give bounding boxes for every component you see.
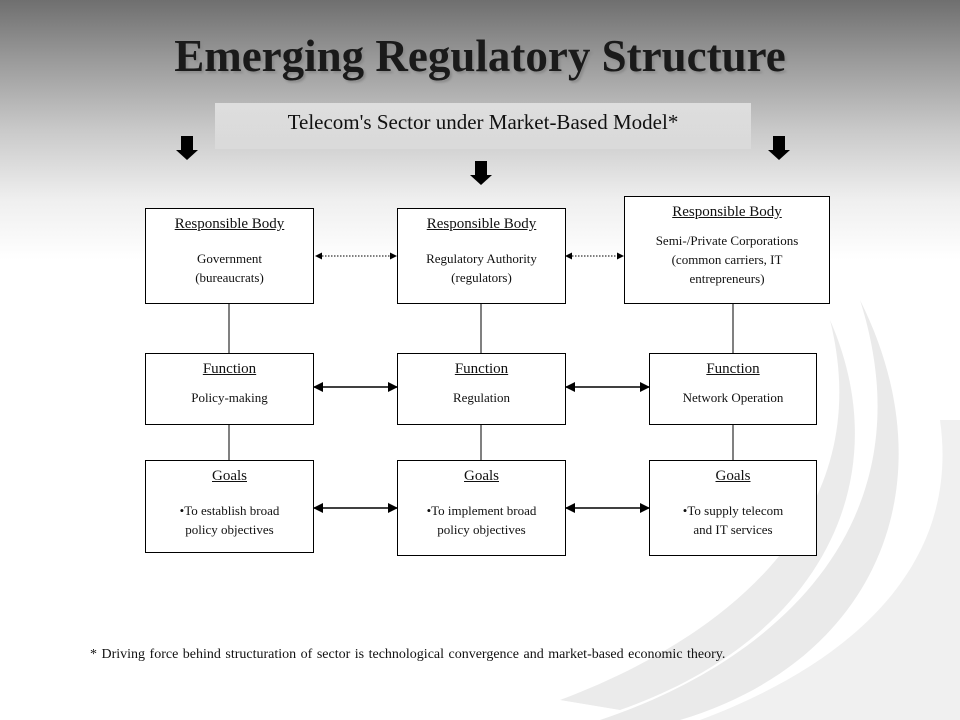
box-text: Policy-making	[191, 390, 268, 405]
box-heading: Responsible Body	[174, 216, 285, 232]
box-text: (common carriers, IT	[671, 252, 783, 267]
box-text: and IT services	[693, 522, 773, 537]
box-text: policy objectives	[437, 522, 526, 537]
box-text: policy objectives	[185, 522, 274, 537]
box-heading: Function	[454, 361, 509, 377]
goals-regulatory-authority: Goals •To implement broad policy objecti…	[397, 460, 566, 556]
box-heading: Function	[202, 361, 257, 377]
box-text: •To supply telecom	[682, 503, 784, 518]
goals-corporations: Goals •To supply telecom and IT services	[649, 460, 817, 556]
box-heading: Responsible Body	[426, 216, 537, 232]
function-regulation: Function Regulation	[397, 353, 566, 425]
box-text: (bureaucrats)	[195, 270, 264, 285]
box-heading: Responsible Body	[672, 204, 782, 220]
box-text: •To establish broad	[179, 503, 280, 518]
box-heading: Goals	[464, 468, 499, 484]
box-heading: Function	[706, 361, 760, 377]
box-text: Semi-/Private Corporations	[655, 233, 799, 248]
box-heading: Goals	[715, 468, 751, 484]
goals-government: Goals •To establish broad policy objecti…	[145, 460, 314, 553]
box-text: Regulatory Authority	[426, 251, 537, 266]
subtitle-banner	[215, 103, 751, 149]
function-policy-making: Function Policy-making	[145, 353, 314, 425]
box-heading: Goals	[212, 468, 247, 484]
footnote: * Driving force behind structuration of …	[90, 647, 726, 662]
box-text: Government	[197, 251, 262, 266]
box-text: •To implement broad	[426, 503, 537, 518]
responsible-body-corporations: Responsible Body Semi-/Private Corporati…	[624, 196, 830, 304]
box-text: Network Operation	[682, 390, 784, 405]
down-arrow-right-icon	[768, 136, 790, 160]
down-arrow-center-icon	[470, 161, 492, 185]
down-arrow-left-icon	[176, 136, 198, 160]
box-text: Regulation	[452, 390, 511, 405]
subtitle: Telecom's Sector under Market-Based Mode…	[287, 110, 679, 134]
box-text: (regulators)	[451, 270, 512, 285]
box-text: entrepreneurs)	[689, 271, 765, 286]
responsible-body-government: Responsible Body Government (bureaucrats…	[145, 208, 314, 304]
page-title: Emerging Regulatory Structure	[174, 31, 786, 81]
function-network-operation: Function Network Operation	[649, 353, 817, 425]
responsible-body-regulatory-authority: Responsible Body Regulatory Authority (r…	[397, 208, 566, 304]
